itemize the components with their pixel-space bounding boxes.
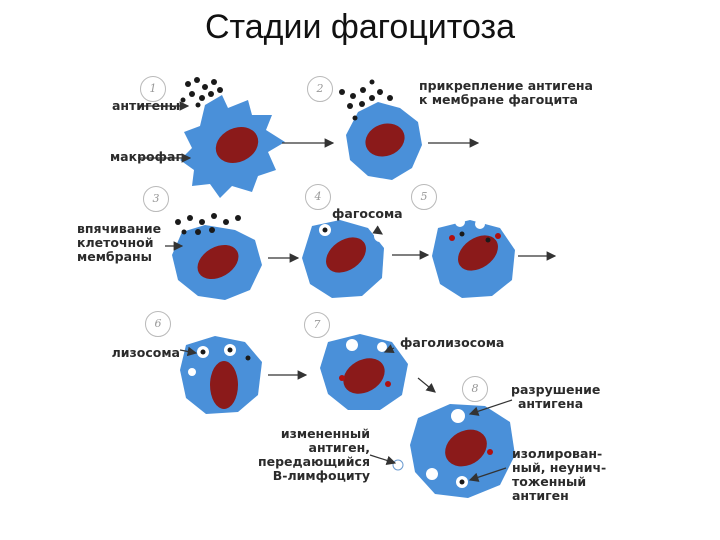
stage-number-4: 4 [305,184,331,210]
label-changed-antigen-line-3: передающийся [258,454,370,469]
label-isolated-line-4: антиген [512,488,569,503]
stage-3-cell [172,225,262,300]
label-isolated-line-3: тоженный [512,474,587,489]
stage-3-antigens [175,213,241,235]
label-attachment-line-1: прикрепление антигена [419,78,593,93]
label-changed-antigen-line-4: В-лимфоциту [272,468,370,483]
label-invagination-line-2: клеточной [77,235,154,250]
label-antigens: антигены [111,98,180,113]
stage-1-cell [180,95,285,198]
stage-number-6: 6 [145,311,171,337]
stage-6-cell [180,336,262,414]
slide-title: Стадии фагоцитоза [204,8,516,46]
label-phagolysosome: фаголизосома [400,335,505,350]
label-phagosome: фагосома [332,206,403,221]
label-destruction-line-2: антигена [518,396,584,411]
label-changed-antigen-line-1: измененный [280,426,370,441]
stage-8-cell [392,404,515,498]
stage-number-1: 1 [140,76,166,102]
stage-number-7: 7 [304,312,330,338]
stage-number-8: 8 [462,376,488,402]
label-invagination-line-3: мембраны [77,249,152,264]
stage-number-3: 3 [143,186,169,212]
stage-2-antigens [339,79,393,121]
label-destruction-line-1: разрушение [511,382,601,397]
stage-4-cell [302,220,386,298]
label-macrophage: макрофаг [109,149,182,164]
stage-5-cell [432,217,515,298]
label-isolated-line-2: ный, неунич- [512,460,607,475]
label-isolated-line-1: изолирован- [512,446,603,461]
label-changed-antigen-line-2: антиген, [308,440,370,455]
stage-arrows [138,101,557,482]
label-attachment-line-2: к мембране фагоцита [419,92,578,107]
stage-number-5: 5 [411,184,437,210]
label-invagination-line-1: впячивание [77,221,162,236]
stage-1-antigens [180,77,223,108]
stage-2-cell [346,102,422,180]
stage-7-cell [320,334,408,410]
label-lysosome: лизосома [111,345,180,360]
stage-number-2: 2 [307,76,333,102]
